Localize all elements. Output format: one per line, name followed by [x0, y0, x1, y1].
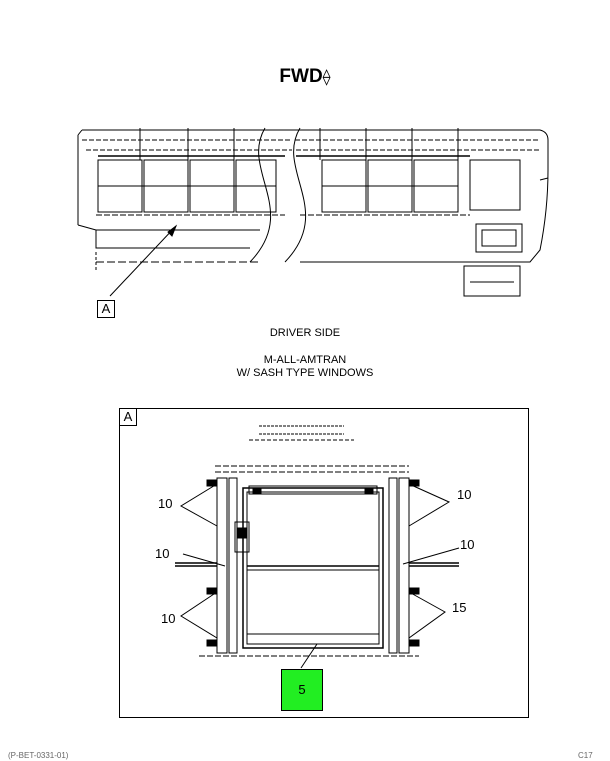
- callout-left-upper: 10: [158, 496, 173, 511]
- bus-roof-left: [82, 139, 292, 151]
- callout-right-middle: 10: [460, 537, 475, 552]
- detail-a-label: A: [119, 408, 137, 426]
- sash-window-frame: [242, 487, 384, 649]
- leader-right-upper: [408, 483, 451, 527]
- left-post-inner: [228, 477, 238, 654]
- fwd-text: FWD: [279, 66, 323, 87]
- callout-left-lower: 10: [161, 611, 176, 626]
- leader-window: [300, 643, 318, 669]
- latch-icon: [234, 521, 250, 553]
- callout-right-upper: 10: [457, 487, 472, 502]
- leader-right-middle: [402, 547, 460, 565]
- forward-arrow-icon: ⟠: [322, 69, 331, 86]
- forward-direction-label: FWD⟠: [250, 66, 360, 88]
- break-line-right: [284, 127, 306, 263]
- footer-code-right: C17: [578, 751, 593, 760]
- callout-window-highlight[interactable]: 5: [281, 669, 323, 711]
- side-label: DRIVER SIDE: [269, 327, 341, 339]
- leader-left-upper: [180, 483, 218, 527]
- rear-door: [469, 159, 521, 211]
- detail-ref-a: A: [97, 300, 115, 318]
- bus-side-overview: [77, 127, 549, 297]
- rear-panel: [475, 223, 523, 253]
- leader-left-middle: [182, 553, 226, 567]
- detail-a-frame: [119, 408, 529, 718]
- leader-a: [109, 225, 177, 297]
- break-line-left: [249, 127, 271, 263]
- model-line-1: M-ALL-AMTRAN: [263, 354, 347, 366]
- bus-body-left: [77, 129, 300, 249]
- rear-step: [463, 265, 521, 297]
- callout-right-lower: 15: [452, 600, 467, 615]
- right-post-inner: [388, 477, 398, 654]
- leader-left-lower: [180, 591, 218, 639]
- leader-right-lower: [408, 591, 446, 639]
- right-post-outer: [398, 477, 410, 654]
- footer-code-left: (P-BET-0331-01): [8, 751, 69, 760]
- model-line-2: W/ SASH TYPE WINDOWS: [236, 367, 374, 379]
- window-top-track: [248, 485, 378, 495]
- bus-body-right: [300, 129, 549, 263]
- callout-left-middle: 10: [155, 546, 170, 561]
- sash-window-inner: [246, 491, 380, 645]
- detail-a-drawing: [175, 425, 460, 669]
